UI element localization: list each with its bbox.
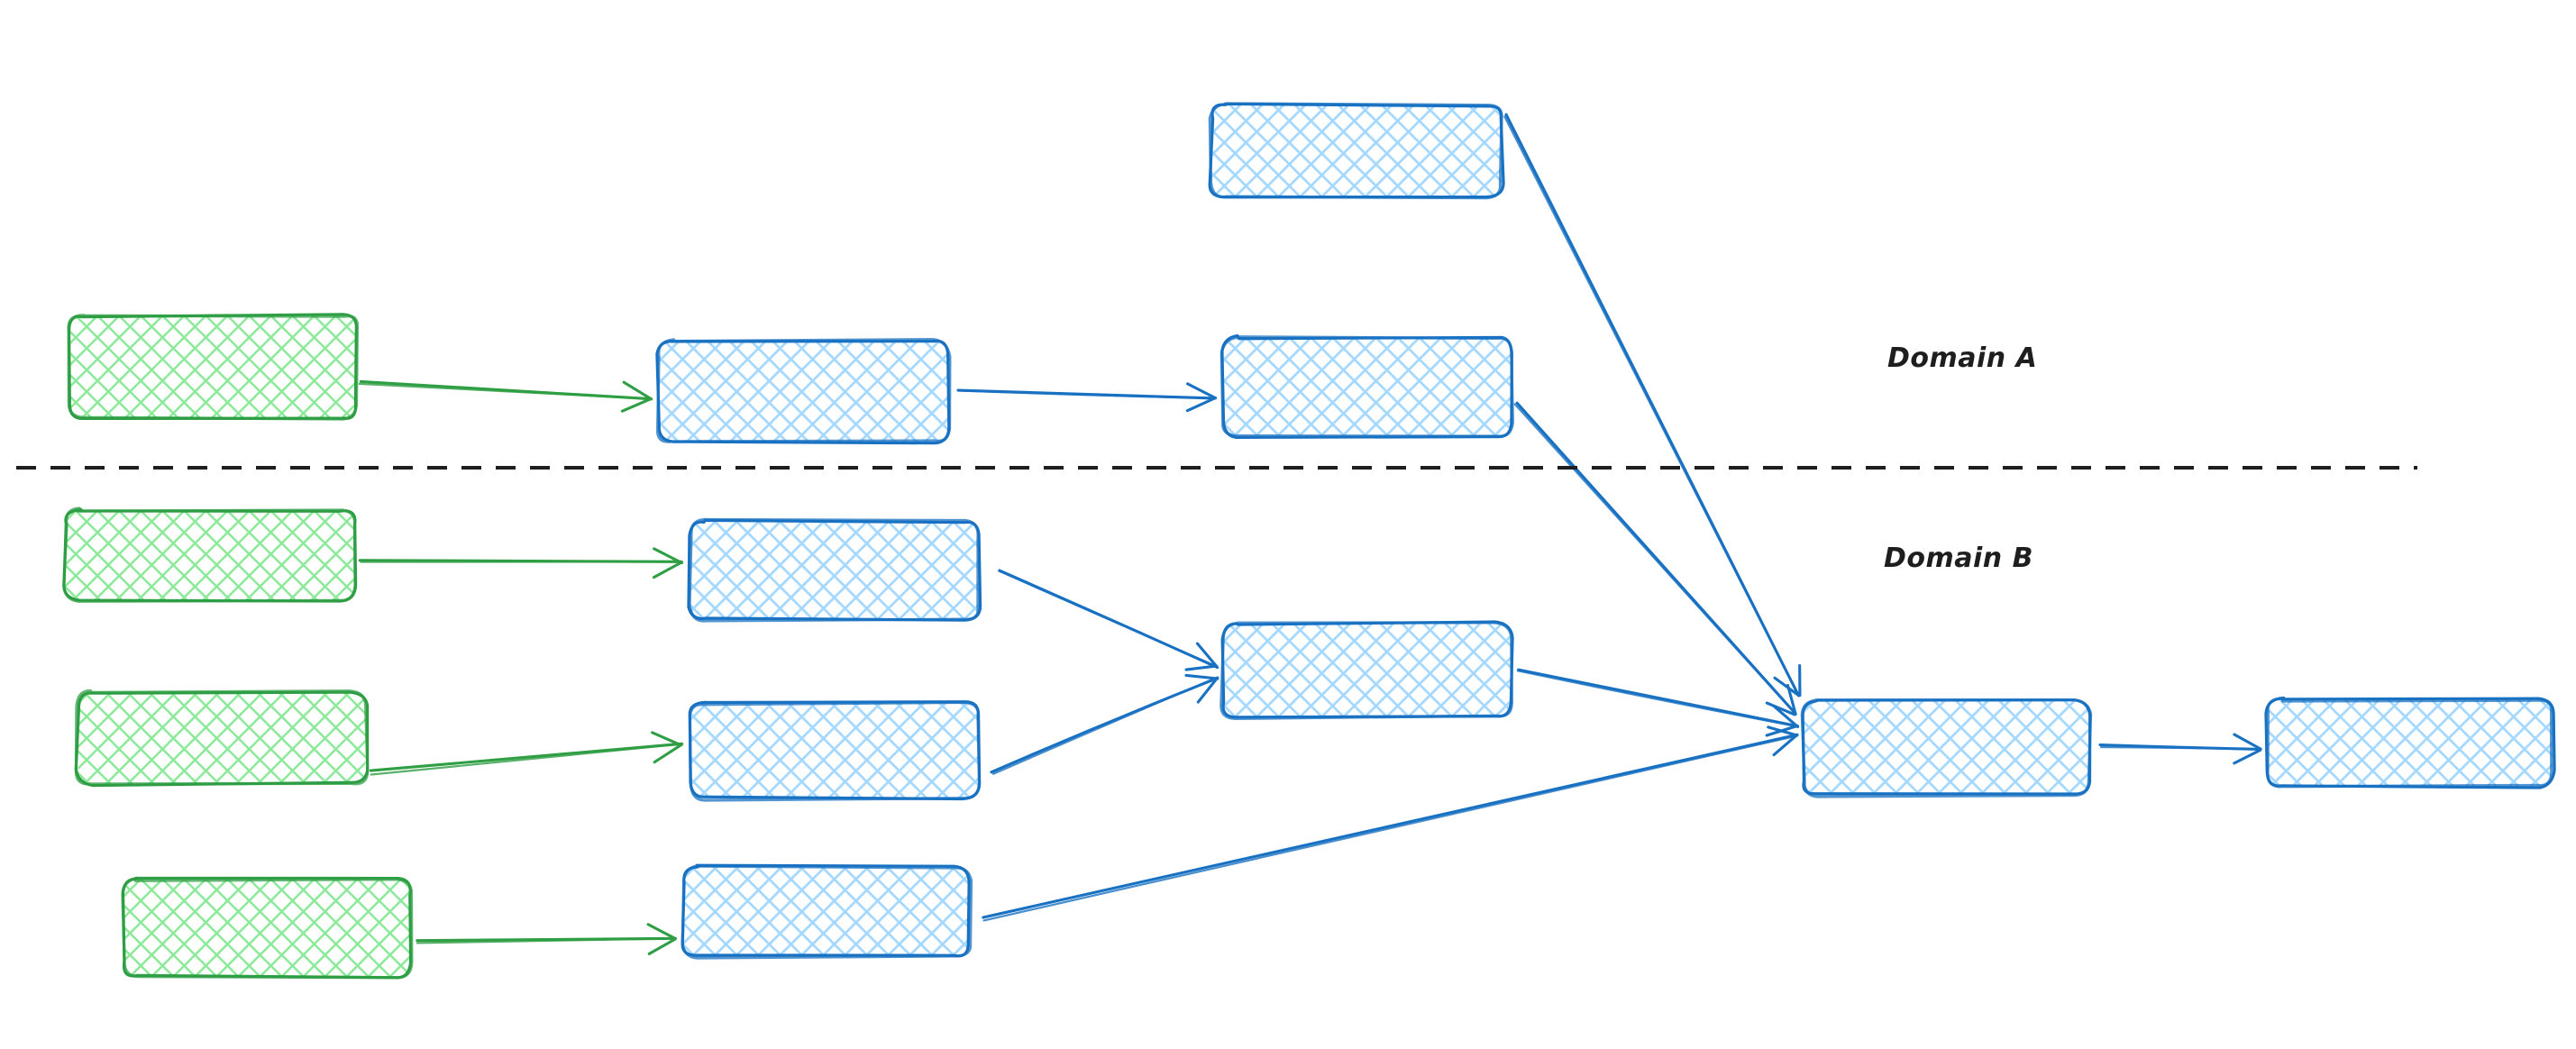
edge-b-src3-to-b-proc3-arrowhead bbox=[647, 937, 677, 955]
process-node-a3[interactable] bbox=[1208, 102, 1505, 200]
edge-a-proc1-to-a-proc2[interactable] bbox=[956, 382, 1218, 413]
edge-a-proc1-to-a-proc2-shaft bbox=[958, 389, 1217, 399]
edge-a-src1-to-a-proc1[interactable] bbox=[358, 379, 653, 413]
aggregate-node-b1[interactable] bbox=[1219, 620, 1514, 721]
edge-b-src3-to-b-proc3-arrowhead bbox=[646, 923, 677, 941]
edge-b-src2-to-b-proc2[interactable] bbox=[369, 731, 684, 776]
source-node-b3[interactable] bbox=[121, 876, 414, 980]
hub-node[interactable] bbox=[1800, 698, 2093, 798]
edge-a-src1-to-a-proc1-arrowhead bbox=[620, 397, 653, 413]
edge-b-src3-to-b-proc3-shaft bbox=[416, 937, 677, 944]
output-node-outline bbox=[2266, 697, 2553, 789]
output-node[interactable] bbox=[2264, 696, 2556, 789]
source-node-a1-fill bbox=[68, 315, 358, 419]
edge-a-src1-to-a-proc1-arrowhead bbox=[622, 380, 653, 400]
edge-b-proc1-to-b-mid1-arrowhead bbox=[1195, 642, 1219, 669]
edge-b-proc1-to-b-mid1[interactable] bbox=[998, 569, 1219, 671]
edge-a-top1-to-hub-shaft bbox=[1503, 115, 1800, 698]
domain-a-label: Domain A bbox=[1887, 342, 2038, 374]
edge-a-top1-to-hub[interactable] bbox=[1503, 113, 1802, 698]
source-node-a1[interactable] bbox=[67, 313, 360, 421]
process-node-a3-outline bbox=[1208, 102, 1503, 200]
edge-b-mid1-to-hub-arrowhead bbox=[1773, 705, 1800, 728]
edge-b-src3-to-b-proc3[interactable] bbox=[416, 923, 677, 955]
source-node-b2-fill bbox=[77, 692, 367, 784]
process-node-b1-outline bbox=[688, 517, 980, 623]
source-node-b1[interactable] bbox=[62, 506, 358, 603]
edges-group bbox=[358, 113, 2262, 955]
edge-b-proc2-to-b-mid1-arrowhead bbox=[1196, 676, 1219, 704]
hub-node-outline bbox=[1800, 698, 2093, 798]
edge-hub-to-out-arrowhead bbox=[2233, 733, 2262, 751]
edge-a-src1-to-a-proc1-shaft bbox=[358, 382, 653, 400]
edge-b-proc3-to-hub-arrowhead bbox=[1767, 725, 1798, 737]
process-node-b3[interactable] bbox=[681, 863, 973, 960]
source-node-b2-outline bbox=[74, 689, 370, 786]
hub-node-fill bbox=[1803, 700, 2090, 796]
source-node-b2[interactable] bbox=[74, 689, 370, 788]
edge-b-src1-to-b-proc1-arrowhead bbox=[653, 547, 684, 565]
source-node-b1-fill bbox=[64, 509, 356, 600]
process-node-b2[interactable] bbox=[688, 700, 982, 802]
edge-a-proc2-to-hub-arrowhead bbox=[1786, 683, 1797, 716]
edge-hub-to-out-arrowhead bbox=[2233, 748, 2262, 765]
edge-b-proc1-to-b-mid1-arrowhead bbox=[1184, 664, 1218, 671]
process-node-a3-fill bbox=[1211, 104, 1503, 199]
process-node-b2-outline bbox=[688, 700, 982, 802]
edge-b-proc3-to-hub-shaft bbox=[982, 734, 1799, 922]
edge-b-proc3-to-hub-arrowhead bbox=[1772, 733, 1799, 757]
process-node-a2[interactable] bbox=[1219, 333, 1514, 440]
domain-b-label: Domain B bbox=[1884, 543, 2033, 574]
process-node-a1-fill bbox=[657, 340, 949, 442]
edge-a-proc1-to-a-proc2-arrowhead bbox=[1186, 382, 1218, 400]
process-node-b3-fill bbox=[683, 866, 971, 958]
edge-hub-to-out-shaft bbox=[2100, 745, 2262, 751]
edge-b-proc2-to-b-mid1[interactable] bbox=[990, 673, 1219, 775]
output-node-fill bbox=[2267, 698, 2553, 787]
source-node-b3-fill bbox=[122, 879, 412, 978]
process-node-b2-fill bbox=[690, 702, 980, 798]
edge-b-src2-to-b-proc2-arrowhead bbox=[653, 743, 683, 764]
nodes-group bbox=[62, 102, 2556, 980]
edge-b-src1-to-b-proc1-arrowhead bbox=[652, 561, 683, 579]
edge-b-mid1-to-hub-shaft bbox=[1516, 670, 1798, 728]
source-node-b1-outline bbox=[62, 506, 357, 603]
edge-b-proc3-to-hub[interactable] bbox=[982, 725, 1799, 922]
source-node-a1-outline bbox=[67, 314, 360, 421]
edge-b-proc2-to-b-mid1-shaft bbox=[992, 676, 1218, 775]
aggregate-node-b1-outline bbox=[1219, 621, 1513, 721]
edge-b-src2-to-b-proc2-arrowhead bbox=[651, 731, 682, 747]
source-node-b3-outline bbox=[121, 876, 414, 980]
process-node-a2-outline bbox=[1219, 335, 1514, 438]
process-node-a1-outline bbox=[655, 337, 952, 443]
process-node-b3-outline bbox=[681, 864, 973, 960]
edge-b-mid1-to-hub[interactable] bbox=[1516, 668, 1800, 737]
edge-b-proc3-to-hub-shaft bbox=[982, 733, 1799, 919]
aggregate-node-b1-fill bbox=[1222, 624, 1512, 718]
edge-a-proc1-to-a-proc2-arrowhead bbox=[1185, 396, 1218, 413]
process-node-b1-fill bbox=[690, 520, 979, 621]
process-node-a2-fill bbox=[1222, 337, 1512, 436]
edge-b-src2-to-b-proc2-shaft bbox=[370, 743, 682, 776]
edge-b-proc1-to-b-mid1-shaft bbox=[998, 570, 1219, 668]
edge-b-src1-to-b-proc1[interactable] bbox=[358, 547, 684, 579]
edge-a-proc2-to-hub-arrowhead bbox=[1765, 701, 1796, 716]
edge-a-proc2-to-hub-shaft bbox=[1513, 403, 1797, 716]
edge-b-proc2-to-b-mid1-arrowhead bbox=[1184, 673, 1219, 680]
process-node-b1[interactable] bbox=[687, 517, 982, 623]
edge-a-proc2-to-hub[interactable] bbox=[1513, 401, 1797, 716]
edge-hub-to-out[interactable] bbox=[2098, 733, 2262, 765]
process-node-a1[interactable] bbox=[655, 337, 952, 445]
